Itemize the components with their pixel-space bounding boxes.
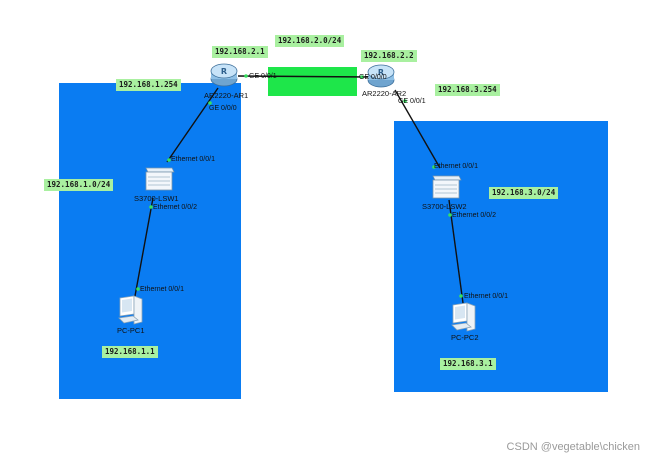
port-label-pc2-e001: Ethernet 0/0/1 <box>464 293 508 300</box>
zone-right-lan <box>394 121 608 392</box>
port-label-lsw2-e002: Ethernet 0/0/2 <box>452 212 496 219</box>
cable-ar1-ar2[interactable] <box>237 75 371 78</box>
port-dot <box>448 213 452 217</box>
router-icon[interactable]: R <box>209 61 239 88</box>
ip-label-pc2: 192.168.3.1 <box>440 358 496 370</box>
ip-label-pc1: 192.168.1.1 <box>102 346 158 358</box>
network-label-lan-right: 192.168.3.0/24 <box>489 187 559 199</box>
switch-icon[interactable] <box>142 164 176 192</box>
port-dot <box>136 287 140 291</box>
router-icon[interactable]: R <box>366 62 396 89</box>
port-label-lsw1-e002: Ethernet 0/0/2 <box>153 204 197 211</box>
port-label-ar2-ge000: GE 0/0/0 <box>359 74 387 81</box>
port-dot <box>167 158 171 162</box>
ip-label-ar2-wan: 192.168.2.2 <box>361 50 417 62</box>
port-dot <box>360 75 364 79</box>
port-label-lsw1-e001: Ethernet 0/0/1 <box>171 156 215 163</box>
port-dot <box>432 165 436 169</box>
pc-icon[interactable] <box>449 301 479 333</box>
wan-link-band <box>268 67 357 96</box>
device-name-pc1: PC-PC1 <box>117 326 145 335</box>
watermark: CSDN @vegetable\chicken <box>506 441 640 453</box>
port-dot <box>149 205 153 209</box>
cable-ar2-lsw2[interactable] <box>394 89 441 169</box>
port-dot <box>208 101 212 105</box>
cable-ar1-lsw1[interactable] <box>166 87 219 163</box>
port-label-ar2-ge001: GE 0/0/1 <box>398 98 426 105</box>
port-dot <box>403 99 407 103</box>
switch-icon[interactable] <box>429 172 463 200</box>
ip-label-ar2-lan: 192.168.3.254 <box>435 84 500 96</box>
network-label-wan: 192.168.2.0/24 <box>275 35 345 47</box>
device-name-ar2: AR2220-AR2 <box>362 89 407 98</box>
ip-label-ar1-lan: 192.168.1.254 <box>116 79 181 91</box>
port-dot <box>459 294 463 298</box>
network-label-lan-left: 192.168.1.0/24 <box>44 179 114 191</box>
port-label-ar1-ge001: GE 0/0/1 <box>249 73 277 80</box>
device-name-pc2: PC-PC2 <box>451 333 479 342</box>
port-dot <box>244 74 248 78</box>
device-name-lsw1: S3700-LSW1 <box>134 194 179 203</box>
cable-lsw2-pc2[interactable] <box>448 199 464 304</box>
port-label-pc1-e001: Ethernet 0/0/1 <box>140 286 184 293</box>
device-name-ar1: AR2220-AR1 <box>204 91 249 100</box>
svg-text:R: R <box>378 68 384 77</box>
ip-label-ar1-wan: 192.168.2.1 <box>212 46 268 58</box>
port-label-lsw2-e001: Ethernet 0/0/1 <box>434 163 478 170</box>
port-label-ar1-ge000: GE 0/0/0 <box>209 105 237 112</box>
svg-text:R: R <box>221 67 227 76</box>
pc-icon[interactable] <box>116 294 146 326</box>
device-name-lsw2: S3700-LSW2 <box>422 202 467 211</box>
cable-lsw1-pc1[interactable] <box>134 197 154 297</box>
